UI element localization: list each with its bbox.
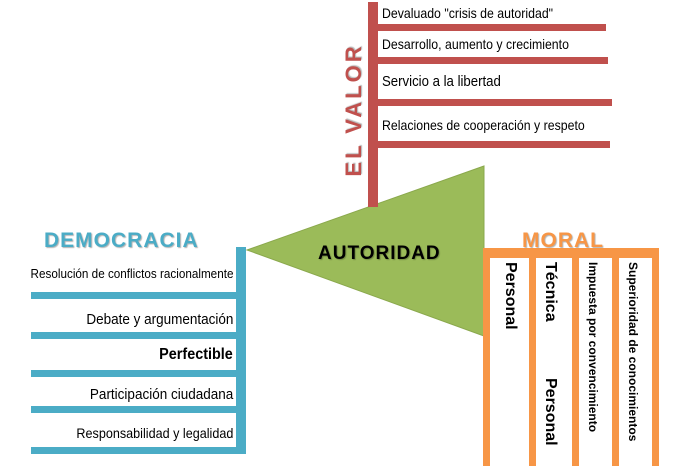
moral-column-bar-3 (572, 256, 579, 466)
moral-column-2-label: Técnica (542, 262, 559, 322)
democracia-bar-5 (31, 447, 239, 454)
moral-column-bar-5 (652, 256, 659, 466)
democracia-item-1: Resolución de conflictos racionalmente (30, 266, 233, 281)
valor-title: EL VALOR (341, 43, 366, 177)
valor-bar-4 (368, 141, 610, 148)
democracia-title: DEMOCRACIA (44, 229, 199, 252)
democracia-bar-2 (31, 332, 239, 339)
democracia-item-5: Responsabilidad y legalidad (76, 425, 233, 441)
valor-bar-1 (368, 24, 606, 31)
moral-column-2-sublabel: Personal (542, 378, 559, 446)
moral-column-bar-1 (483, 256, 490, 466)
autoridad-label: AUTORIDAD (318, 243, 441, 264)
moral-column-bar-4 (612, 256, 619, 466)
moral-column-1-label: Personal (502, 262, 519, 330)
valor-item-3: Servicio a la libertad (382, 73, 501, 90)
valor-bar-3 (368, 99, 612, 106)
valor-item-4: Relaciones de cooperación y respeto (382, 117, 585, 133)
moral-column-bar-2 (529, 256, 536, 466)
democracia-bar-3 (31, 370, 239, 377)
valor-bar-2 (368, 57, 608, 64)
moral-column-3-label: Impuesta por convencimiento (586, 262, 600, 433)
moral-column-4-label: Superioridad de conocimientos (626, 262, 640, 442)
democracia-item-4: Participación ciudadana (89, 386, 233, 403)
valor-item-1: Devaluado "crisis de autoridad" (382, 5, 554, 21)
valor-item-2: Desarrollo, aumento y crecimiento (382, 36, 569, 52)
democracia-vertical-bar (236, 247, 246, 454)
democracia-bar-4 (31, 406, 239, 413)
moral-top-bar (483, 248, 659, 258)
democracia-item-2: Debate y argumentación (85, 311, 233, 328)
democracia-item-3: Perfectible (159, 346, 233, 363)
democracia-bar-1 (31, 292, 239, 299)
moral-title: MORAL (522, 229, 604, 252)
